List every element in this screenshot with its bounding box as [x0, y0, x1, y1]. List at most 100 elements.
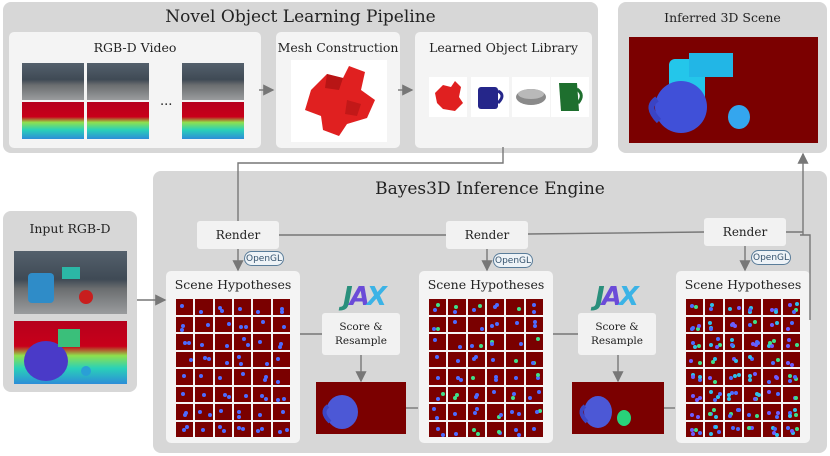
object-pose-mark [457, 345, 462, 350]
object-pose-mark [454, 431, 459, 436]
object-pose-mark [708, 389, 713, 394]
mesh-construction-card: Mesh Construction [276, 32, 400, 148]
object-pose-mark [511, 391, 516, 396]
hypothesis-cell [429, 316, 447, 332]
object-pose-mark [180, 328, 185, 332]
hypothesis-cell [195, 334, 213, 350]
object-pose-mark [260, 393, 265, 398]
hypothesis-cell [506, 316, 524, 332]
hypothesis-cell [487, 421, 505, 437]
hypothesis-cell [525, 334, 543, 350]
opengl-logo-icon: OpenGL [751, 250, 791, 265]
input-depth-image [14, 321, 127, 384]
object-pose-mark [730, 322, 735, 327]
object-pose-mark [513, 359, 518, 363]
pipeline-panel: Novel Object Learning Pipeline RGB-D Vid… [3, 2, 598, 153]
object-pose-mark [184, 425, 189, 430]
hypothesis-cell [782, 369, 800, 385]
object-pose-mark [790, 428, 795, 433]
hypothesis-cell [525, 386, 543, 402]
object-library-card: Learned Object Library [415, 32, 592, 148]
object-pose-mark [754, 342, 759, 347]
hypothesis-cell [214, 334, 232, 350]
object-pose-mark [205, 322, 210, 327]
hypothesis-cell [705, 421, 723, 437]
input-rgbd-panel: Input RGB-D [3, 211, 137, 392]
object-pose-mark [475, 407, 480, 412]
object-pose-mark [533, 323, 538, 328]
object-pose-mark [756, 393, 761, 398]
object-pose-mark [688, 358, 693, 363]
video-ellipsis: ... [160, 94, 173, 109]
object-pose-mark [532, 302, 537, 307]
hypothesis-cell [686, 316, 704, 332]
mesh-construction-label: Mesh Construction [277, 40, 399, 55]
object-pose-mark [514, 321, 519, 326]
hypothesis-cell [724, 386, 742, 402]
object-pose-mark [714, 345, 719, 350]
object-pose-mark [713, 379, 718, 384]
hypothesis-grid-3 [686, 299, 800, 437]
object-pose-mark [535, 337, 540, 342]
object-pose-mark [494, 378, 499, 383]
hypothesis-cell [487, 299, 505, 315]
hypothesis-cell [448, 369, 466, 385]
object-pose-mark [200, 428, 205, 433]
blue-mug-icon [478, 87, 504, 109]
object-pose-mark [535, 409, 540, 414]
hypothesis-cell [782, 404, 800, 420]
object-pose-mark [774, 414, 779, 419]
hypothesis-cell [686, 334, 704, 350]
hypothesis-cell [744, 316, 762, 332]
object-pose-mark [258, 413, 263, 418]
hypothesis-cell [214, 351, 232, 367]
object-pose-mark [495, 303, 500, 308]
object-pose-mark [208, 412, 213, 417]
object-pose-mark [690, 372, 695, 377]
object-pose-mark [471, 357, 476, 362]
object-pose-mark [794, 308, 799, 313]
video-frame-2-depth [87, 102, 149, 139]
hypothesis-cell [195, 316, 213, 332]
object-pose-mark [278, 345, 283, 350]
hypothesis-cell [763, 386, 781, 402]
rgbd-video-card: RGB-D Video ... [9, 32, 261, 148]
object-pose-mark [431, 407, 436, 412]
object-pose-mark [787, 379, 792, 384]
score-label: Score & [339, 321, 383, 333]
object-pose-mark [187, 340, 192, 345]
render-step-3: Render [704, 218, 786, 246]
object-pose-mark [494, 322, 499, 327]
object-pose-mark [183, 410, 188, 415]
object-pose-mark [279, 306, 284, 311]
object-pose-mark [727, 414, 732, 419]
hypothesis-cell [272, 386, 290, 402]
object-pose-mark [775, 358, 780, 363]
object-pose-mark [198, 309, 203, 314]
object-pose-mark [199, 373, 204, 378]
hypothesis-cell [429, 404, 447, 420]
hypothesis-cell [487, 316, 505, 332]
object-pose-mark [256, 429, 261, 434]
object-pose-mark [737, 305, 742, 310]
object-pose-mark [794, 395, 799, 400]
object-pose-mark [755, 339, 760, 344]
hypothesis-cell [467, 316, 485, 332]
hypothesis-cell [506, 404, 524, 420]
object-pose-mark [728, 376, 733, 381]
object-pose-mark [709, 302, 714, 307]
hypothesis-cell [429, 369, 447, 385]
hypothesis-cell [744, 299, 762, 315]
hypothesis-cell [744, 421, 762, 437]
object-pose-mark [748, 354, 753, 359]
gray-bowl-icon [516, 89, 546, 105]
object-pose-mark [490, 358, 495, 363]
hypothesis-cell [506, 299, 524, 315]
object-pose-mark [263, 377, 268, 382]
object-pose-mark [183, 341, 188, 346]
hypothesis-cell [448, 421, 466, 437]
object-pose-mark [533, 320, 538, 325]
hypothesis-cell [724, 421, 742, 437]
hypothesis-cell [214, 421, 232, 437]
